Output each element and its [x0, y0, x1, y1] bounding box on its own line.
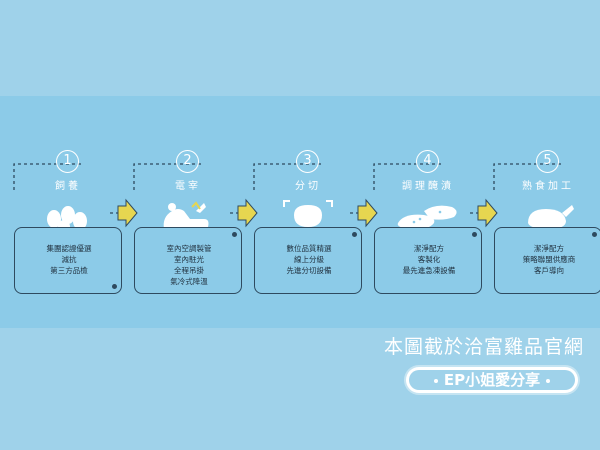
box-dot [592, 232, 597, 237]
stage-detail-line: 氣冷式降溫 [170, 277, 208, 286]
stage-5: 5 熟食加工 潔淨配方 策略聯盟供應商 客戶導向 [494, 150, 600, 295]
stage-detail-line: 數位品質精選 [286, 244, 332, 253]
eggs-icon [47, 206, 87, 234]
stage-detail-line: 室內空調製管 [166, 244, 212, 253]
stage-title: 飼養 [55, 181, 81, 192]
author-badge: EP小姐愛分享 [406, 367, 578, 393]
marinated-meat-icon [397, 205, 457, 230]
stage-detail-line: 第三方品檢 [50, 266, 88, 275]
stage-detail-line: 室內駐光 [174, 255, 204, 264]
stage-detail-line: 最先進急凍設備 [402, 266, 456, 275]
stage-2: 2 電宰 室內空調製管 室內駐光 全程吊掛 氣冷式降溫 [134, 150, 242, 295]
stage-detail-line: 線上分級 [294, 255, 324, 264]
stage-detail-box: 數位品質精選 線上分級 先進分切設備 [254, 227, 362, 294]
stage-number: 4 [416, 150, 439, 173]
stage-detail-line: 全程吊掛 [174, 266, 204, 275]
stage-3: 3 分切 數位品質精選 線上分級 先進分切設備 [254, 150, 362, 295]
stage-title: 分切 [295, 181, 321, 192]
badge-text: EP小姐愛分享 [443, 371, 541, 389]
stage-1: 1 飼養 集團認證優選 減抗 第三方品檢 [14, 150, 122, 295]
source-credit: 本圖截於洽富雞品官網 [383, 336, 584, 358]
stage-detail-line: 客戶導向 [534, 266, 564, 275]
box-dot [352, 232, 357, 237]
stage-detail-line: 減抗 [61, 255, 77, 264]
box-dot [472, 232, 477, 237]
stage-detail-box: 潔淨配方 策略聯盟供應商 客戶導向 [494, 227, 600, 294]
stage-number: 3 [296, 150, 319, 173]
stage-title: 調理醃漬 [402, 181, 454, 192]
stage-number: 5 [536, 150, 559, 173]
stage-detail-line: 潔淨配方 [534, 244, 564, 253]
stage-4: 4 調理醃漬 潔淨配方 客製化 最先進急凍設備 [374, 150, 482, 295]
stage-detail-line: 先進分切設備 [286, 266, 332, 275]
stage-detail-box: 室內空調製管 室內駐光 全程吊掛 氣冷式降溫 [134, 227, 242, 294]
stage-number: 1 [56, 150, 79, 173]
stage-detail-line: 客製化 [417, 255, 441, 264]
box-dot [112, 284, 117, 289]
badge-dot [546, 378, 551, 383]
stage-title: 電宰 [175, 181, 201, 192]
box-dot [232, 232, 237, 237]
stage-detail-line: 集團認證優選 [46, 244, 92, 253]
stage-detail-line: 潔淨配方 [414, 244, 444, 253]
stage-detail-line: 策略聯盟供應商 [522, 255, 576, 264]
stage-title: 熟食加工 [522, 181, 574, 192]
badge-dot [433, 378, 438, 383]
stage-number: 2 [176, 150, 199, 173]
stage-detail-box: 集團認證優選 減抗 第三方品檢 [14, 227, 122, 294]
stage-detail-box: 潔淨配方 客製化 最先進急凍設備 [374, 227, 482, 294]
